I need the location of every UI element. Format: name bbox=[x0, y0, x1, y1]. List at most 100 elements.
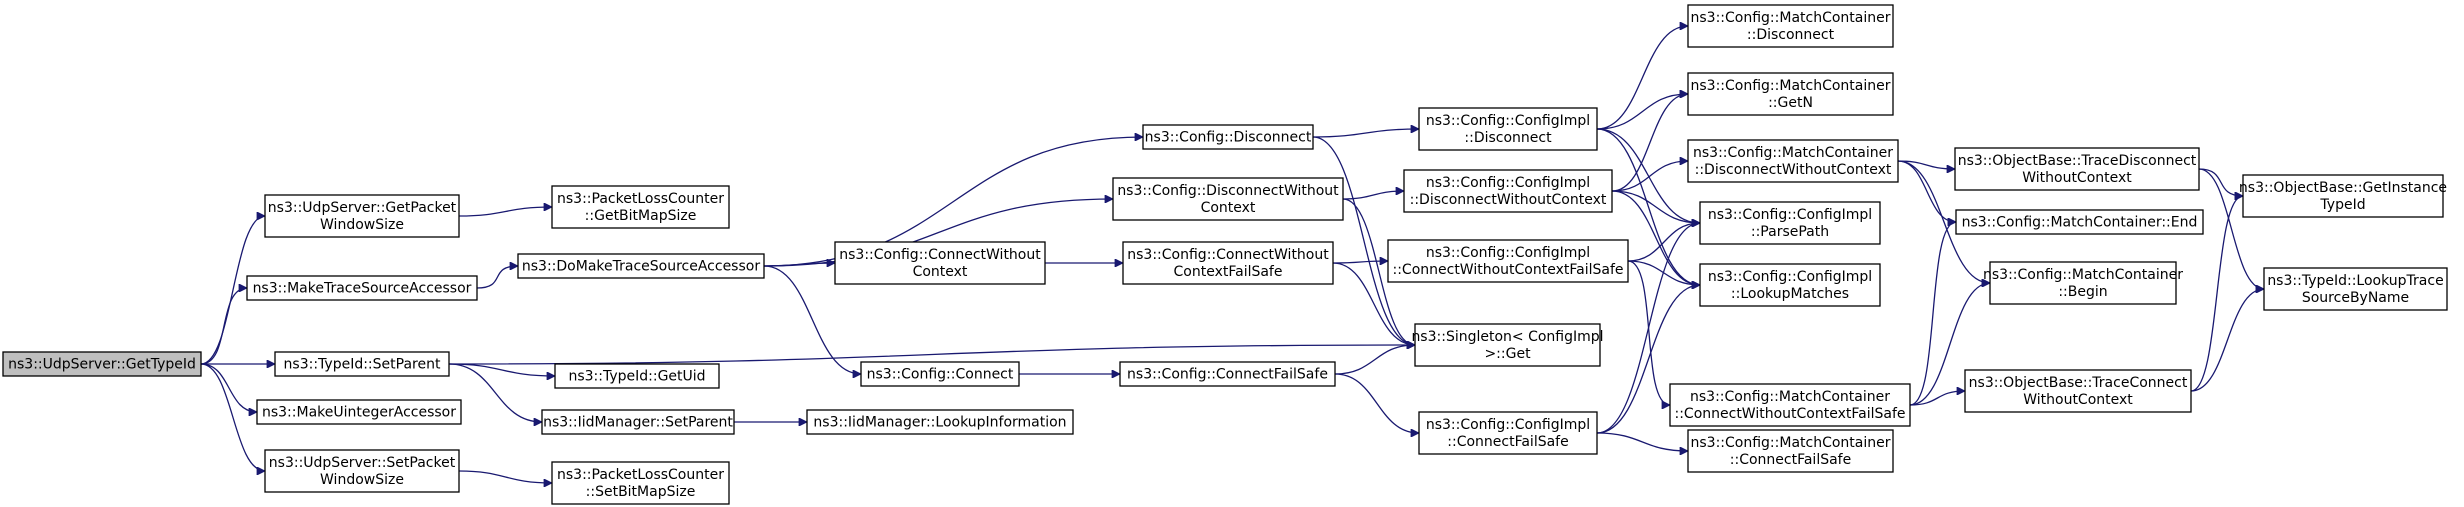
node-ns3-config-matchcontainer-end[interactable]: ns3::Config::MatchContainer::End bbox=[1955, 209, 2204, 235]
node-ns3-typeid-setparent[interactable]: ns3::TypeId::SetParent bbox=[274, 351, 450, 377]
node-ns3-config-matchcontainer-disconnect[interactable]: ns3::Config::MatchContainer::Disconnect bbox=[1687, 4, 1894, 48]
node-label: ns3::Config::ConfigImpl bbox=[1708, 207, 1872, 223]
node-ns3-config-matchcontainer-disconnectwithoutcontext[interactable]: ns3::Config::MatchContainer::DisconnectW… bbox=[1687, 139, 1899, 183]
edge-n28-to-n32 bbox=[1909, 283, 1990, 406]
edge-n28-to-n33 bbox=[1909, 391, 1965, 406]
node-ns3-config-configimpl-parsepath[interactable]: ns3::Config::ConfigImpl::ParsePath bbox=[1699, 201, 1881, 245]
node-ns3-packetlosscounter-getbitmapsize[interactable]: ns3::PacketLossCounter::GetBitMapSize bbox=[551, 185, 730, 229]
edge-n0-to-n1 bbox=[200, 216, 265, 365]
node-ns3-udpserver-gettypeid[interactable]: ns3::UdpServer::GetTypeId bbox=[2, 351, 202, 377]
node-ns3-objectbase-traceconnectwithoutcontext[interactable]: ns3::ObjectBase::TraceConnectWithoutCont… bbox=[1964, 369, 2192, 413]
edge-n18-to-n23 bbox=[1596, 26, 1688, 130]
node-ns3-config-matchcontainer-begin[interactable]: ns3::Config::MatchContainer::Begin bbox=[1983, 261, 2183, 305]
node-ns3-config-configimpl-lookupmatches[interactable]: ns3::Config::ConfigImpl::LookupMatches bbox=[1699, 263, 1881, 307]
node-box bbox=[860, 361, 1020, 387]
node-ns3-config-connectwithoutcontext[interactable]: ns3::Config::ConnectWithoutContext bbox=[834, 241, 1046, 285]
node-label: ns3::Config::MatchContainer bbox=[1983, 267, 2183, 283]
node-ns3-singleton-configimpl-get[interactable]: ns3::Singleton< ConfigImpl>::Get bbox=[1411, 323, 1604, 367]
node-label: Context bbox=[913, 264, 968, 280]
node-label: ::GetBitMapSize bbox=[585, 208, 697, 224]
node-box bbox=[246, 275, 478, 301]
edge-n33-to-n35 bbox=[2190, 289, 2264, 392]
node-ns3-config-matchcontainer-getn[interactable]: ns3::Config::MatchContainer::GetN bbox=[1687, 72, 1894, 116]
edge-n0-to-n2 bbox=[200, 288, 247, 365]
node-ns3-packetlosscounter-setbitmapsize[interactable]: ns3::PacketLossCounter::SetBitMapSize bbox=[551, 461, 730, 505]
edge-n12-to-n19 bbox=[1342, 191, 1404, 200]
node-box bbox=[1687, 429, 1894, 473]
edge-n3-to-n9 bbox=[448, 363, 542, 422]
node-ns3-makeuintegeraccessor[interactable]: ns3::MakeUintegerAccessor bbox=[256, 399, 462, 425]
node-label: ns3::Config::ConnectWithout bbox=[839, 247, 1041, 263]
node-box bbox=[264, 194, 460, 238]
node-label: ns3::Config::ConfigImpl bbox=[1426, 113, 1590, 129]
node-label: WindowSize bbox=[320, 217, 404, 233]
node-label: ns3::Config::MatchContainer bbox=[1693, 145, 1893, 161]
edge-n18-to-n27 bbox=[1596, 128, 1700, 285]
node-label: Context bbox=[1201, 200, 1256, 216]
node-label: WindowSize bbox=[320, 472, 404, 488]
node-ns3-config-configimpl-disconnectwithoutcontext[interactable]: ns3::Config::ConfigImpl::DisconnectWitho… bbox=[1403, 169, 1613, 213]
node-ns3-maketracesourceaccessor[interactable]: ns3::MakeTraceSourceAccessor bbox=[246, 275, 478, 301]
edge-n19-to-n24 bbox=[1611, 94, 1688, 192]
node-box bbox=[517, 253, 765, 279]
node-label: SourceByName bbox=[2302, 290, 2409, 306]
node-label: ns3::Config::ConfigImpl bbox=[1426, 245, 1590, 261]
node-ns3-config-matchcontainer-connectfailsafe[interactable]: ns3::Config::MatchContainer::ConnectFail… bbox=[1687, 429, 1894, 473]
node-ns3-domaketracesourceaccessor[interactable]: ns3::DoMakeTraceSourceAccessor bbox=[517, 253, 765, 279]
node-ns3-typeid-getuid[interactable]: ns3::TypeId::GetUid bbox=[554, 363, 720, 389]
edge-n25-to-n32 bbox=[1897, 160, 1990, 283]
node-box bbox=[1403, 169, 1613, 213]
edge-n22-to-n29 bbox=[1596, 432, 1688, 451]
node-ns3-config-connect[interactable]: ns3::Config::Connect bbox=[860, 361, 1020, 387]
node-label: ns3::DoMakeTraceSourceAccessor bbox=[522, 259, 760, 275]
node-label: ns3::IidManager::SetParent bbox=[543, 415, 733, 431]
node-label: ns3::ObjectBase::TraceConnect bbox=[1969, 375, 2188, 391]
node-ns3-objectbase-tracedisconnectwithoutcontext[interactable]: ns3::ObjectBase::TraceDisconnectWithoutC… bbox=[1954, 147, 2200, 191]
node-ns3-config-disconnect[interactable]: ns3::Config::Disconnect bbox=[1142, 124, 1314, 150]
node-ns3-config-configimpl-disconnect[interactable]: ns3::Config::ConfigImpl::Disconnect bbox=[1418, 107, 1598, 151]
node-label: ::DisconnectWithoutContext bbox=[1695, 162, 1892, 178]
node-ns3-config-configimpl-connectwithoutcontextfailsafe[interactable]: ns3::Config::ConfigImpl::ConnectWithoutC… bbox=[1387, 239, 1629, 283]
node-label: ns3::IidManager::LookupInformation bbox=[813, 415, 1066, 431]
node-box bbox=[1955, 209, 2204, 235]
node-box bbox=[834, 241, 1046, 285]
node-label: ::SetBitMapSize bbox=[586, 484, 696, 500]
edge-n17-to-n21 bbox=[1334, 345, 1415, 375]
node-label: ns3::TypeId::SetParent bbox=[284, 357, 441, 373]
edge-n18-to-n24 bbox=[1596, 94, 1688, 130]
edge-n12-to-n21 bbox=[1342, 198, 1415, 345]
edge-n28-to-n31 bbox=[1909, 222, 1956, 406]
node-ns3-iidmanager-lookupinformation[interactable]: ns3::IidManager::LookupInformation bbox=[806, 409, 1074, 435]
node-label: ContextFailSafe bbox=[1174, 264, 1283, 280]
node-box bbox=[1112, 177, 1344, 221]
node-label: ns3::Config::ConfigImpl bbox=[1426, 175, 1590, 191]
node-box bbox=[541, 409, 735, 435]
edge-n30-to-n34 bbox=[2198, 168, 2243, 196]
node-box bbox=[806, 409, 1074, 435]
node-ns3-config-matchcontainer-connectwithoutcontextfailsafe[interactable]: ns3::Config::MatchContainer::ConnectWith… bbox=[1669, 383, 1911, 427]
call-edges bbox=[200, 26, 2264, 483]
node-box bbox=[1687, 72, 1894, 116]
node-label: WithoutContext bbox=[2023, 392, 2133, 408]
node-label: ns3::ObjectBase::TraceDisconnect bbox=[1958, 153, 2197, 169]
node-box bbox=[1699, 263, 1881, 307]
edge-n30-to-n35 bbox=[2198, 168, 2264, 289]
node-ns3-iidmanager-setparent[interactable]: ns3::IidManager::SetParent bbox=[541, 409, 735, 435]
edge-n25-to-n30 bbox=[1897, 160, 1955, 169]
node-ns3-config-connectfailsafe[interactable]: ns3::Config::ConnectFailSafe bbox=[1119, 361, 1336, 387]
node-label: ns3::PacketLossCounter bbox=[557, 467, 724, 483]
edge-n19-to-n27 bbox=[1611, 190, 1700, 285]
node-label: ns3::Config::MatchContainer bbox=[1691, 435, 1891, 451]
node-box bbox=[1687, 139, 1899, 183]
node-ns3-config-disconnectwithoutcontext[interactable]: ns3::Config::DisconnectWithoutContext bbox=[1112, 177, 1344, 221]
node-ns3-config-connectwithoutcontextfailsafe[interactable]: ns3::Config::ConnectWithoutContextFailSa… bbox=[1122, 241, 1334, 285]
node-label: ns3::UdpServer::SetPacket bbox=[269, 455, 456, 471]
node-ns3-config-configimpl-connectfailsafe[interactable]: ns3::Config::ConfigImpl::ConnectFailSafe bbox=[1418, 411, 1598, 455]
node-label: ns3::Config::Connect bbox=[867, 367, 1014, 383]
node-label: ::Disconnect bbox=[1747, 27, 1835, 43]
